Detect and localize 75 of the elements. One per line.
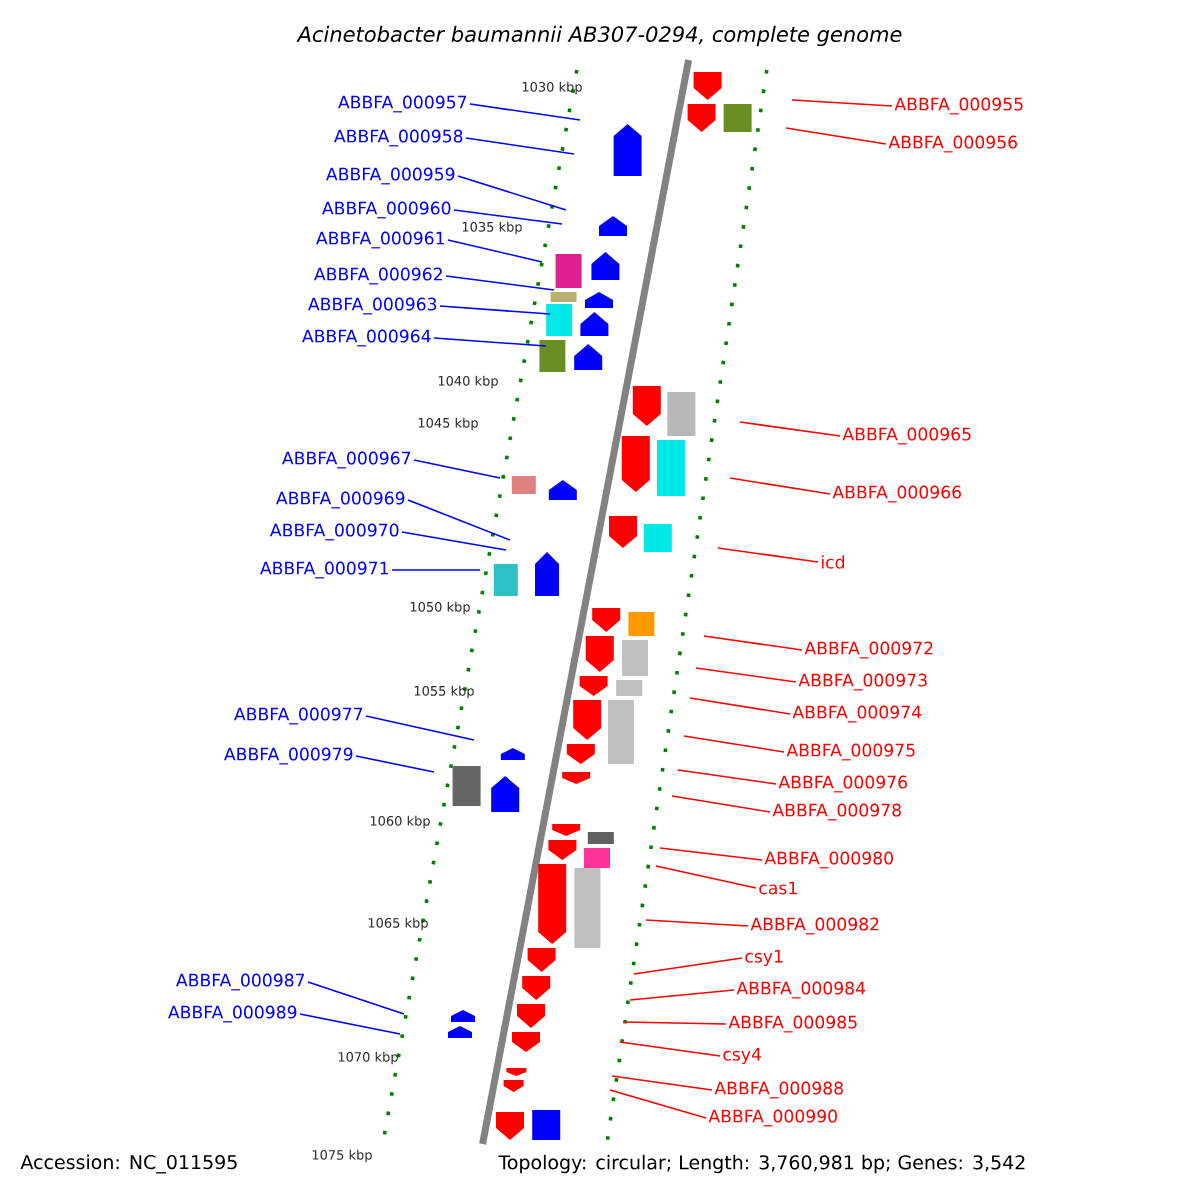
gene-label: ABBFA_000964 xyxy=(302,329,431,347)
leader-line xyxy=(785,127,887,145)
leader-line xyxy=(739,421,841,437)
leader-line xyxy=(683,735,785,753)
gene-label: ABBFA_000966 xyxy=(832,485,961,503)
gene-label: ABBFA_000970 xyxy=(270,523,399,541)
leader-line xyxy=(469,103,581,121)
leader-line xyxy=(729,477,831,495)
leader-line xyxy=(609,1089,707,1119)
gene-label: ABBFA_000973 xyxy=(798,673,927,691)
gene-label: ABBFA_000969 xyxy=(276,491,405,509)
gene-label: csy4 xyxy=(723,1048,761,1065)
gene-label: ABBFA_000980 xyxy=(764,851,893,869)
leader-line xyxy=(689,697,791,715)
gene-label: ABBFA_000956 xyxy=(888,135,1017,153)
title: Acinetobacter baumannii AB307-0294, complete genome xyxy=(296,25,902,47)
leader-line xyxy=(623,1021,727,1025)
leader-line xyxy=(703,635,803,651)
gene-label: ABBFA_000959 xyxy=(326,167,455,185)
leader-line xyxy=(457,175,567,211)
leader-line xyxy=(629,989,735,1001)
leader-line xyxy=(633,957,743,975)
leader-line xyxy=(365,715,475,741)
leader-line xyxy=(413,459,501,479)
leader-line xyxy=(407,499,511,541)
gene-label: ABBFA_000972 xyxy=(804,641,933,659)
gene-label: ABBFA_000960 xyxy=(322,201,451,219)
leader-line xyxy=(355,755,435,773)
leader-line xyxy=(611,1075,713,1091)
leader-line xyxy=(645,919,749,927)
gene-label: ABBFA_000977 xyxy=(234,707,363,725)
leader-line xyxy=(659,847,763,861)
gene-label: ABBFA_000979 xyxy=(224,747,353,765)
gene-label: ABBFA_000976 xyxy=(778,775,907,793)
leader-line xyxy=(619,1041,721,1057)
gene-label: ABBFA_000974 xyxy=(792,705,922,723)
leader-line xyxy=(465,137,575,155)
leader-line xyxy=(439,305,551,315)
gene-label: ABBFA_000989 xyxy=(168,1005,297,1023)
gene-label: cas1 xyxy=(759,881,797,895)
leader-line xyxy=(677,769,777,785)
gene-label: ABBFA_000957 xyxy=(338,95,467,113)
leader-line xyxy=(695,667,797,683)
leader-line xyxy=(433,337,547,347)
leader-line xyxy=(401,531,507,551)
gene-label: ABBFA_000982 xyxy=(750,917,879,935)
gene-label: ABBFA_000955 xyxy=(894,97,1023,115)
leader-line xyxy=(307,981,405,1015)
footer-text: Accession: NC_011595 xyxy=(20,1154,237,1174)
gene-label: ABBFA_000965 xyxy=(842,427,971,445)
gene-label: icd xyxy=(822,555,844,569)
gene-label: ABBFA_000963 xyxy=(308,297,437,315)
gene-label: ABBFA_000961 xyxy=(316,231,444,249)
gene-label: ABBFA_000984 xyxy=(736,981,866,999)
leader-line xyxy=(671,795,771,813)
leader-line xyxy=(299,1013,401,1035)
leader-line xyxy=(791,99,893,107)
leader-line xyxy=(445,275,555,291)
gene-label: ABBFA_000988 xyxy=(714,1081,843,1099)
gene-label: ABBFA_000975 xyxy=(786,743,915,761)
leader-line xyxy=(655,865,757,889)
gene-label: ABBFA_000978 xyxy=(772,803,901,821)
footer-text: Topology: circular; Length: 3,760,981 bp; Genes: 3,542 xyxy=(498,1154,1025,1174)
gene-label: ABBFA_000990 xyxy=(708,1109,837,1127)
gene-label: ABBFA_000962 xyxy=(314,267,442,285)
leader-line xyxy=(447,239,543,263)
leader-line xyxy=(717,547,819,563)
leader-line xyxy=(453,209,563,225)
leader-line xyxy=(391,569,481,571)
gene-label: ABBFA_000958 xyxy=(334,129,463,147)
gene-label: csy1 xyxy=(745,950,783,967)
gene-label: ABBFA_000967 xyxy=(282,451,411,469)
gene-label: ABBFA_000987 xyxy=(176,973,305,991)
gene-label: ABBFA_000985 xyxy=(728,1015,857,1033)
gene-label: ABBFA_000971 xyxy=(260,561,388,579)
